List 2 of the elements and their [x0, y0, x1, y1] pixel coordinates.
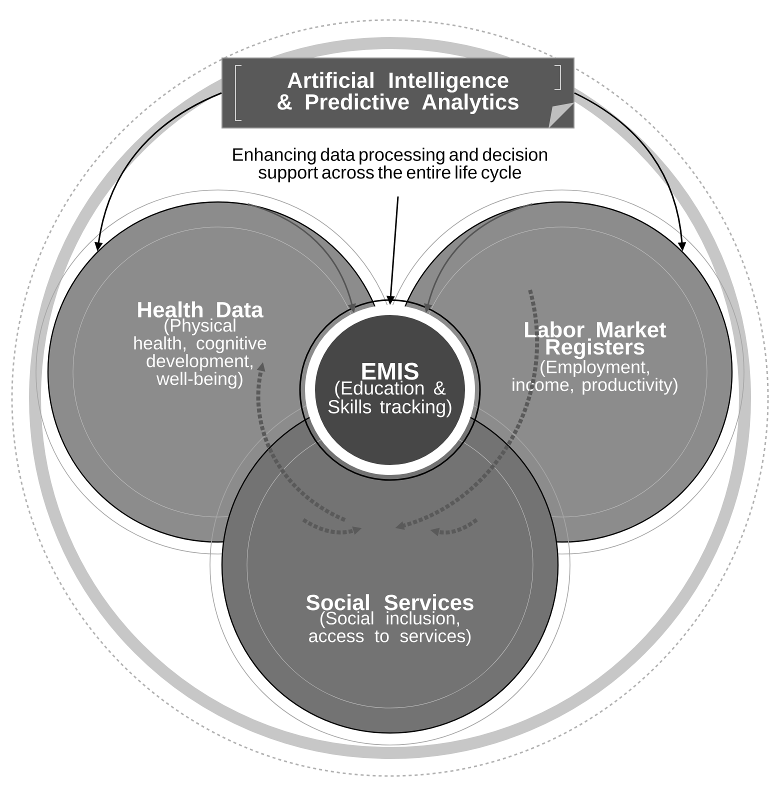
title-box: Artificial Intelligence & Predictive Analytics	[222, 58, 574, 128]
subtitle: Enhancing data processing and decision support across the entire life cycle	[233, 148, 548, 182]
